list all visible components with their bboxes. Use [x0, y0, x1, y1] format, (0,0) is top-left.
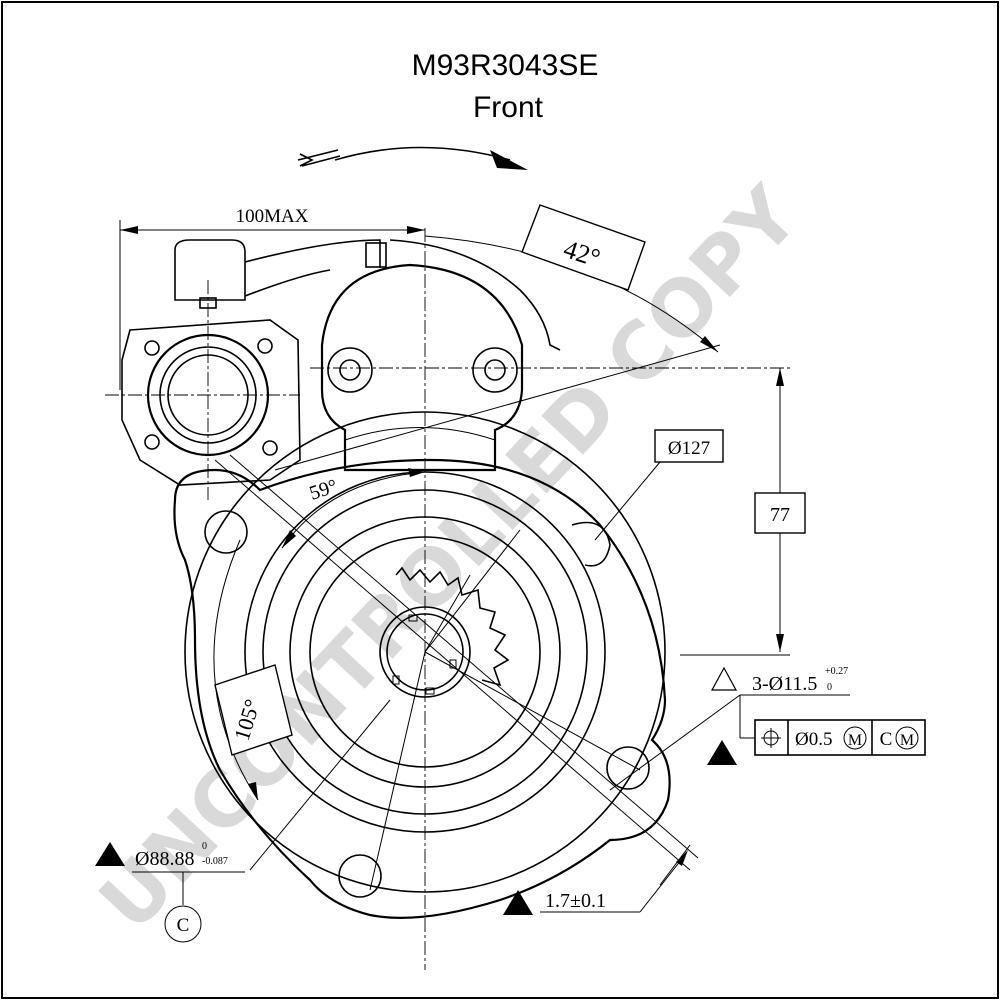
pilot-main-label: Ø88.88: [135, 848, 194, 870]
dim-width: [119, 220, 425, 390]
dim-angle-59: [281, 468, 426, 549]
feature-control-frame: [739, 695, 926, 756]
datum-ref-label: C: [880, 729, 893, 750]
holes-tol-lower: 0: [827, 682, 832, 693]
holes-tol-upper: +0.27: [825, 666, 848, 677]
dim-height-label: 77: [770, 504, 790, 526]
solenoid-terminal: [121, 239, 561, 486]
dim-angle-105: [213, 539, 293, 801]
motor-housing-top: [320, 263, 524, 472]
part-number: M93R3043SE: [412, 49, 599, 82]
view-label: Front: [473, 91, 544, 124]
offset-callout: [503, 844, 691, 915]
dim-angle-42: [424, 204, 719, 353]
dim-angle-59-label: 59°: [307, 475, 340, 505]
offset-label: 1.7±0.1: [545, 890, 606, 912]
pinion-gear: [392, 566, 510, 695]
holes-main-label: 3-Ø11.5: [752, 673, 817, 695]
datum-label: C: [177, 915, 190, 936]
dim-width-label: 100MAX: [236, 206, 309, 227]
construction-lines: [214, 344, 721, 891]
pilot-tol-upper: 0: [202, 841, 207, 852]
dim-diameter-127-label: Ø127: [668, 438, 710, 459]
mmc-symbol-2: M: [900, 732, 914, 749]
mmc-symbol-1: M: [848, 732, 862, 749]
critical-triangle-icon: [707, 740, 737, 765]
hole-callout: [609, 666, 850, 791]
pilot-callout: [95, 842, 245, 943]
position-tol-label: Ø0.5: [795, 729, 832, 750]
centre-lines: [105, 228, 790, 970]
rotation-arrow-icon: [297, 146, 528, 170]
watermark-text: UNCONTROLLED COPY: [83, 170, 817, 948]
dim-height: [680, 368, 806, 656]
mounting-flange: [173, 458, 671, 919]
pilot-tol-lower: -0.087: [202, 856, 228, 867]
dim-diameter-127: [594, 429, 724, 541]
